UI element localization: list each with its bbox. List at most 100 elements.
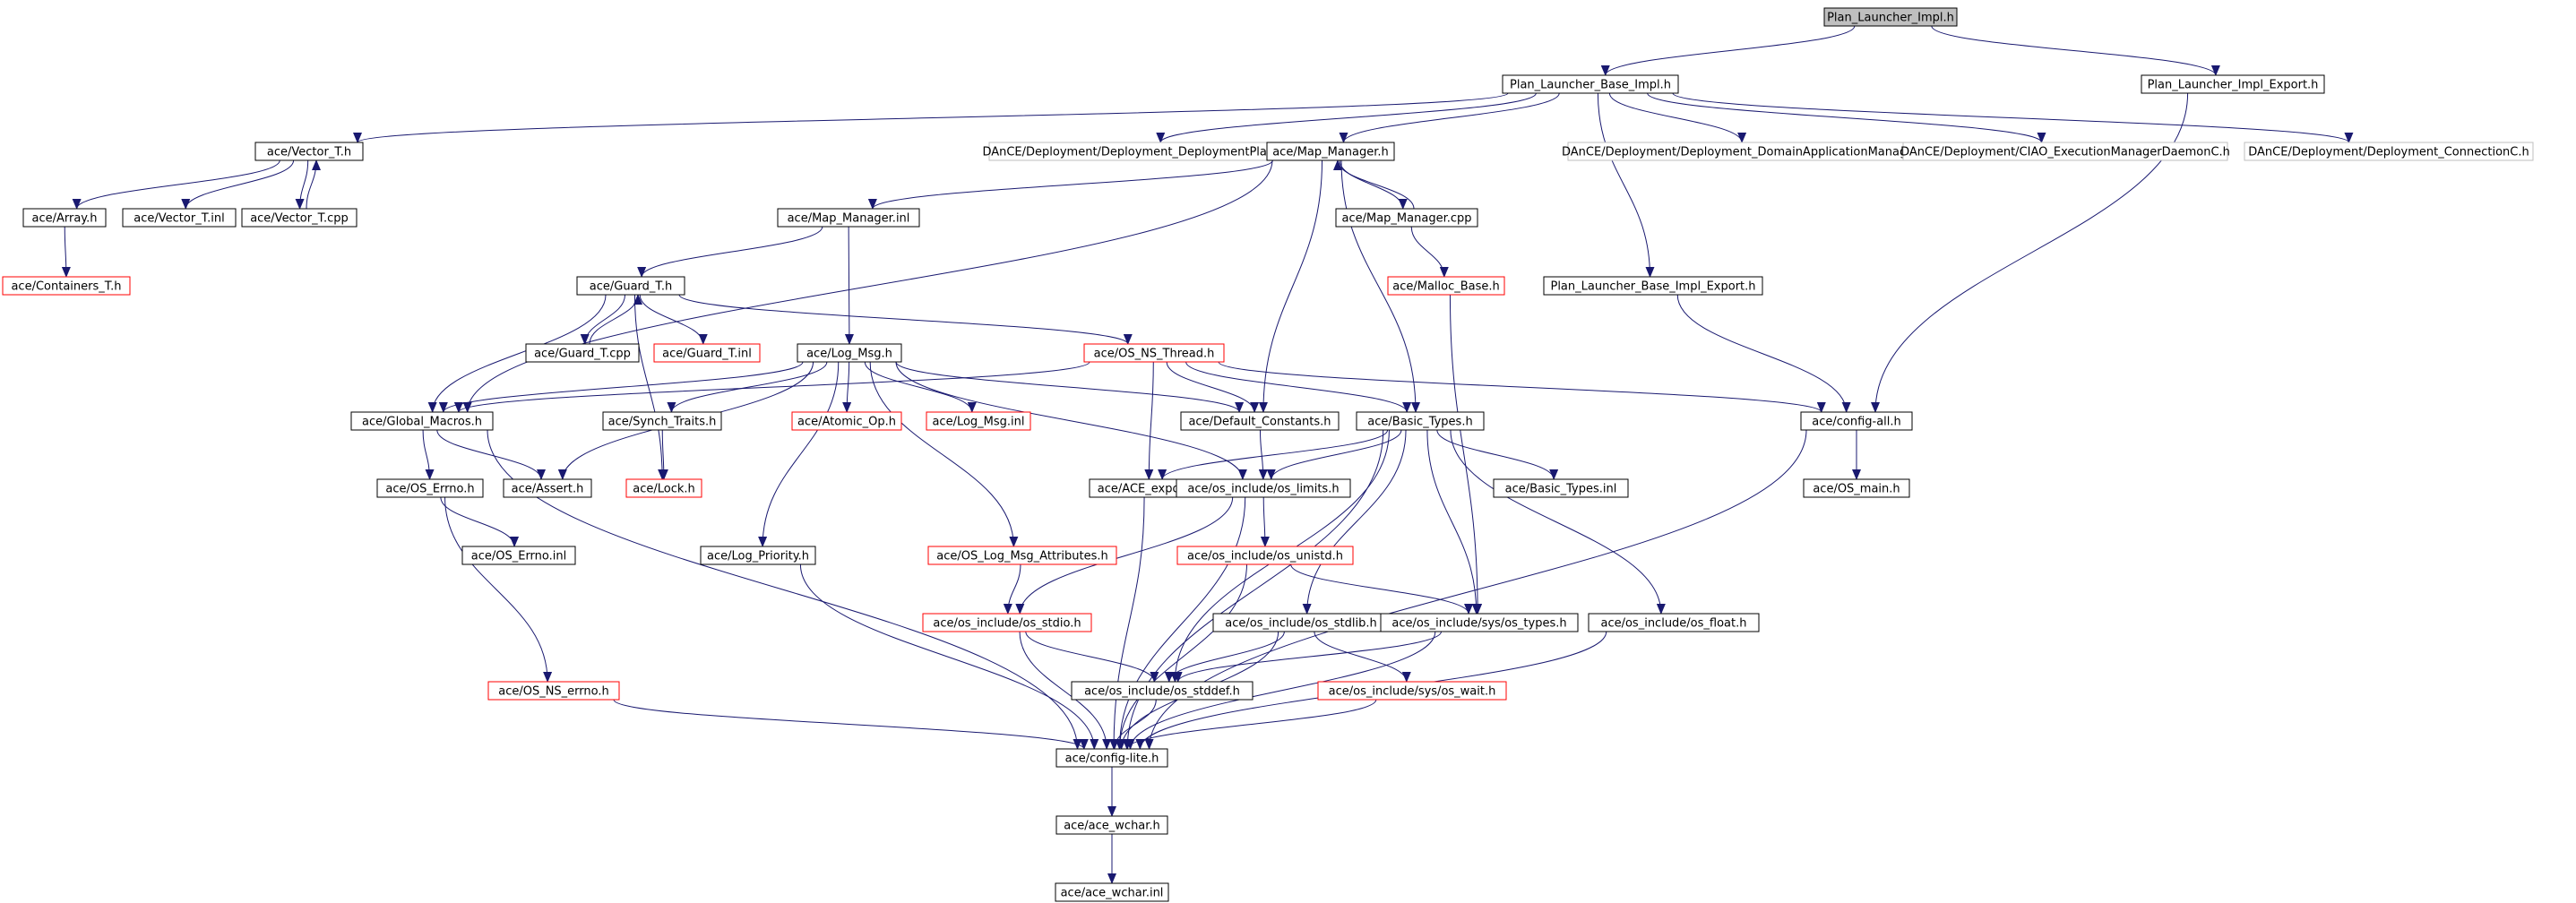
graph-node-box: [602, 411, 722, 431]
graph-node-box: [2, 276, 131, 296]
graph-edge-ace-vector-t-cpp-to-ace-vector-t-h: [306, 159, 321, 210]
graph-edge-ace-map-manager-h-to-ace-global-macros-h: [462, 159, 1273, 413]
graph-edge-ace-log-priority-h-to-ace-config-lite-h: [799, 563, 1099, 750]
graph-node-label: ace/Map_Manager.h: [1272, 146, 1389, 159]
graph-node-ace-synch-traits-h[interactable]: ace/Synch_Traits.h: [602, 411, 722, 431]
graph-node-label: ace/Array.h: [31, 212, 97, 226]
graph-node-label: ace/Lock.h: [633, 483, 695, 496]
graph-node-ace-os-include-os-unistd-h[interactable]: ace/os_include/os_unistd.h: [1176, 546, 1354, 565]
graph-node-ace-os-include-os-stdlib-h[interactable]: ace/os_include/os_stdlib.h: [1212, 613, 1390, 632]
graph-node-ace-atomic-op-h[interactable]: ace/Atomic_Op.h: [791, 411, 902, 431]
graph-node-label: ace/os_include/os_stddef.h: [1084, 685, 1240, 699]
graph-node-plan-launcher-impl-h[interactable]: Plan_Launcher_Impl.h: [1823, 7, 1958, 27]
graph-edge-ace-basic-types-h-to-ace-os-include-sys-os-types-h: [1426, 429, 1481, 615]
graph-node-ace-basic-types-inl[interactable]: ace/Basic_Types.inl: [1493, 478, 1629, 498]
graph-node-label: ace/Malloc_Base.h: [1392, 280, 1500, 294]
graph-node-ace-log-msg-h[interactable]: ace/Log_Msg.h: [797, 343, 902, 363]
graph-node-box: [1493, 478, 1629, 498]
graph-node-ace-map-manager-inl[interactable]: ace/Map_Manager.inl: [777, 208, 920, 228]
graph-node-box: [1387, 276, 1505, 296]
graph-node-box: [1071, 681, 1254, 701]
graph-edge-ace-map-manager-h-to-ace-default-constants-h: [1258, 159, 1323, 413]
graph-edge-ace-basic-types-h-to-ace-os-include-os-limits-h: [1266, 429, 1402, 480]
graph-edge-ace-basic-types-h-to-ace-os-include-os-stdlib-h: [1302, 429, 1407, 615]
graph-node-box: [791, 411, 902, 431]
graph-node-plan-launcher-impl-export-h[interactable]: Plan_Launcher_Impl_Export.h: [2141, 74, 2325, 94]
graph-node-plan-launcher-base-impl-export-h[interactable]: Plan_Launcher_Base_Impl_Export.h: [1543, 276, 1763, 296]
graph-node-ace-ace-wchar-h[interactable]: ace/ace_wchar.h: [1055, 815, 1168, 835]
graph-node-label: ace/config-lite.h: [1065, 752, 1159, 766]
edges-group: [61, 25, 2354, 884]
graph-node-ace-vector-t-h[interactable]: ace/Vector_T.h: [254, 142, 364, 161]
graph-edge-ace-os-ns-errno-h-to-ace-config-lite-h: [613, 699, 1089, 750]
graph-node-ace-array-h[interactable]: ace/Array.h: [22, 208, 107, 228]
graph-edge-ace-global-macros-h-to-ace-assert-h: [436, 429, 546, 480]
graph-node-box: [1335, 208, 1478, 228]
graph-node-ace-map-manager-h[interactable]: ace/Map_Manager.h: [1266, 142, 1395, 161]
graph-node-ace-config-lite-h[interactable]: ace/config-lite.h: [1055, 748, 1168, 768]
graph-node-dance-deploymentplanc-h[interactable]: DAnCE/Deployment/Deployment_DeploymentPl…: [982, 142, 1294, 161]
graph-node-ace-os-include-sys-os-types-h[interactable]: ace/os_include/sys/os_types.h: [1380, 613, 1579, 632]
graph-node-label: ace/os_include/sys/os_types.h: [1391, 617, 1566, 631]
graph-node-ace-vector-t-inl[interactable]: ace/Vector_T.inl: [122, 208, 237, 228]
graph-node-ace-ace-wchar-inl[interactable]: ace/ace_wchar.inl: [1055, 882, 1169, 902]
graph-node-label: ace/ACE_export.h: [1098, 483, 1200, 496]
graph-node-ace-os-ns-thread-h[interactable]: ace/OS_NS_Thread.h: [1083, 343, 1225, 363]
graph-node-dance-ciao-execmgr-h[interactable]: DAnCE/Deployment/CIAO_ExecutionManagerDa…: [1900, 142, 2230, 161]
graph-node-ace-map-manager-cpp[interactable]: ace/Map_Manager.cpp: [1335, 208, 1478, 228]
graph-node-label: ace/Vector_T.inl: [134, 212, 224, 226]
graph-node-ace-guard-t-cpp[interactable]: ace/Guard_T.cpp: [525, 343, 640, 363]
graph-node-label: DAnCE/Deployment/Deployment_ConnectionC.…: [2248, 146, 2529, 159]
graph-node-ace-vector-t-cpp[interactable]: ace/Vector_T.cpp: [241, 208, 358, 228]
graph-node-ace-log-msg-inl[interactable]: ace/Log_Msg.inl: [926, 411, 1031, 431]
graph-edge-plan-launcher-base-impl-h-to-ace-vector-t-h: [353, 92, 1509, 143]
graph-node-ace-os-include-os-stddef-h[interactable]: ace/os_include/os_stddef.h: [1071, 681, 1254, 701]
graph-node-box: [1800, 411, 1913, 431]
graph-node-ace-guard-t-inl[interactable]: ace/Guard_T.inl: [653, 343, 761, 363]
graph-node-ace-os-include-os-float-h[interactable]: ace/os_include/os_float.h: [1588, 613, 1760, 632]
graph-node-box: [777, 208, 920, 228]
graph-node-label: ace/Log_Priority.h: [707, 550, 809, 563]
graph-node-ace-basic-types-h[interactable]: ace/Basic_Types.h: [1356, 411, 1485, 431]
graph-node-label: ace/Basic_Types.inl: [1505, 483, 1617, 496]
graph-node-ace-config-all-h[interactable]: ace/config-all.h: [1800, 411, 1913, 431]
graph-node-label: ace/Containers_T.h: [11, 280, 121, 294]
graph-node-ace-os-ns-errno-h[interactable]: ace/OS_NS_errno.h: [487, 681, 620, 701]
graph-node-ace-log-priority-h[interactable]: ace/Log_Priority.h: [700, 546, 816, 565]
graph-edge-ace-os-include-os-stdlib-h-to-ace-os-include-sys-os-wait-h: [1314, 631, 1411, 683]
graph-node-dance-connectionc-h[interactable]: DAnCE/Deployment/Deployment_ConnectionC.…: [2244, 142, 2534, 161]
graph-node-ace-os-main-h[interactable]: ace/OS_main.h: [1803, 478, 1910, 498]
graph-edge-plan-launcher-base-impl-h-to-ace-map-manager-h: [1339, 92, 1560, 143]
graph-node-ace-guard-t-h[interactable]: ace/Guard_T.h: [576, 276, 685, 296]
graph-edge-ace-os-ns-thread-h-to-ace-default-constants-h: [1166, 361, 1260, 413]
graph-node-ace-os-errno-inl[interactable]: ace/OS_Errno.inl: [461, 546, 576, 565]
graph-node-ace-malloc-base-h[interactable]: ace/Malloc_Base.h: [1387, 276, 1505, 296]
graph-node-plan-launcher-base-impl-h[interactable]: Plan_Launcher_Base_Impl.h: [1502, 74, 1679, 94]
graph-edge-ace-global-macros-h-to-ace-os-errno-h: [422, 429, 435, 480]
graph-edge-ace-os-include-sys-os-types-h-to-ace-config-lite-h: [1125, 631, 1436, 750]
graph-node-ace-lock-h[interactable]: ace/Lock.h: [625, 478, 702, 498]
graph-node-ace-os-log-msg-attributes-h[interactable]: ace/OS_Log_Msg_Attributes.h: [927, 546, 1117, 565]
graph-edge-plan-launcher-base-impl-h-to-dance-ciao-execmgr-h: [1647, 92, 2046, 143]
graph-node-label: DAnCE/Deployment/CIAO_ExecutionManagerDa…: [1900, 146, 2230, 159]
graph-node-ace-containers-t-h[interactable]: ace/Containers_T.h: [2, 276, 131, 296]
graph-edge-plan-launcher-impl-h-to-plan-launcher-impl-export-h: [1931, 25, 2220, 76]
graph-node-ace-os-include-os-limits-h[interactable]: ace/os_include/os_limits.h: [1176, 478, 1351, 498]
graph-edge-ace-log-msg-h-to-ace-os-log-msg-attributes-h: [869, 361, 1019, 547]
graph-edge-ace-log-msg-h-to-ace-synch-traits-h: [667, 361, 828, 413]
graph-node-box: [1055, 815, 1168, 835]
graph-node-ace-assert-h[interactable]: ace/Assert.h: [503, 478, 592, 498]
graph-edge-ace-os-log-msg-attributes-h-to-ace-os-include-os-stdio-h: [1003, 563, 1021, 615]
graph-node-box: [503, 478, 592, 498]
graph-node-label: ace/Basic_Types.h: [1367, 416, 1472, 429]
graph-edge-plan-launcher-base-impl-h-to-dance-connectionc-h: [1672, 92, 2354, 143]
graph-node-ace-global-macros-h[interactable]: ace/Global_Macros.h: [350, 411, 494, 431]
graph-node-label: ace/Guard_T.inl: [662, 348, 752, 361]
graph-edge-ace-os-include-os-unistd-h-to-ace-os-include-sys-os-types-h: [1290, 563, 1473, 615]
graph-node-ace-os-errno-h[interactable]: ace/OS_Errno.h: [376, 478, 484, 498]
graph-node-ace-os-include-os-stdio-h[interactable]: ace/os_include/os_stdio.h: [922, 613, 1092, 632]
graph-node-ace-default-constants-h[interactable]: ace/Default_Constants.h: [1180, 411, 1340, 431]
graph-node-label: ace/os_include/os_unistd.h: [1187, 550, 1343, 563]
graph-node-ace-os-include-sys-os-wait-h[interactable]: ace/os_include/sys/os_wait.h: [1317, 681, 1507, 701]
graph-node-dance-domainappmgrc-h[interactable]: DAnCE/Deployment/Deployment_DomainApplic…: [1562, 142, 1938, 161]
